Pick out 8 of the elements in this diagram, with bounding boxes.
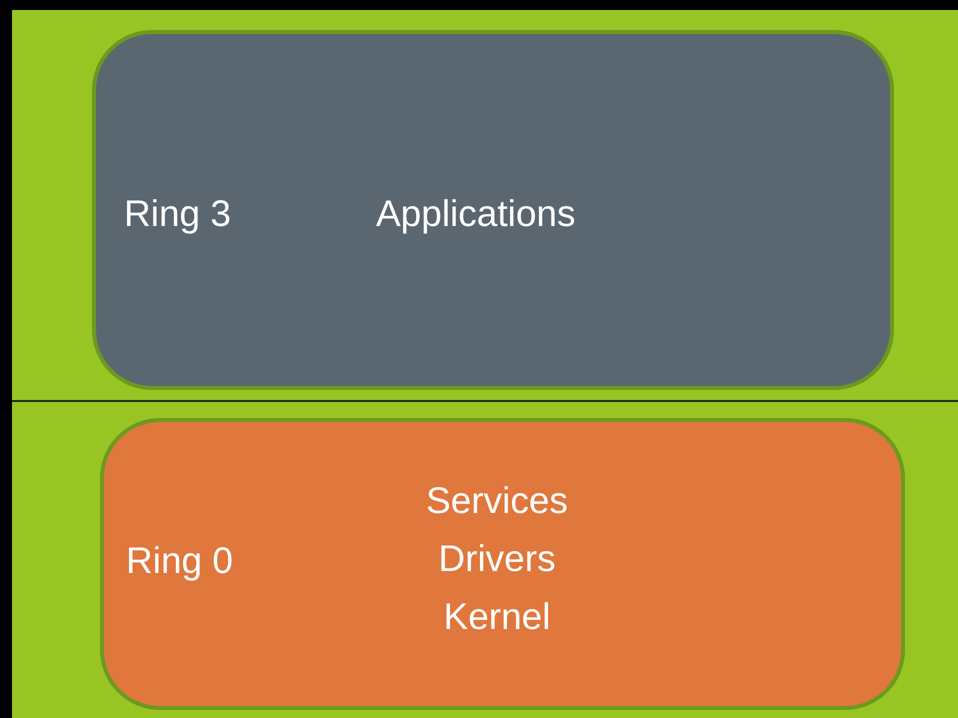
layer-text: Drivers [438,537,556,581]
ring-box [92,30,894,390]
layer-text: Services [426,479,568,523]
layer-text: Kernel [444,595,550,639]
layer-text: Applications [376,192,576,236]
ring-label: Ring 0 [126,539,233,583]
ring-label: Ring 3 [124,192,231,236]
ring-box [100,418,905,710]
